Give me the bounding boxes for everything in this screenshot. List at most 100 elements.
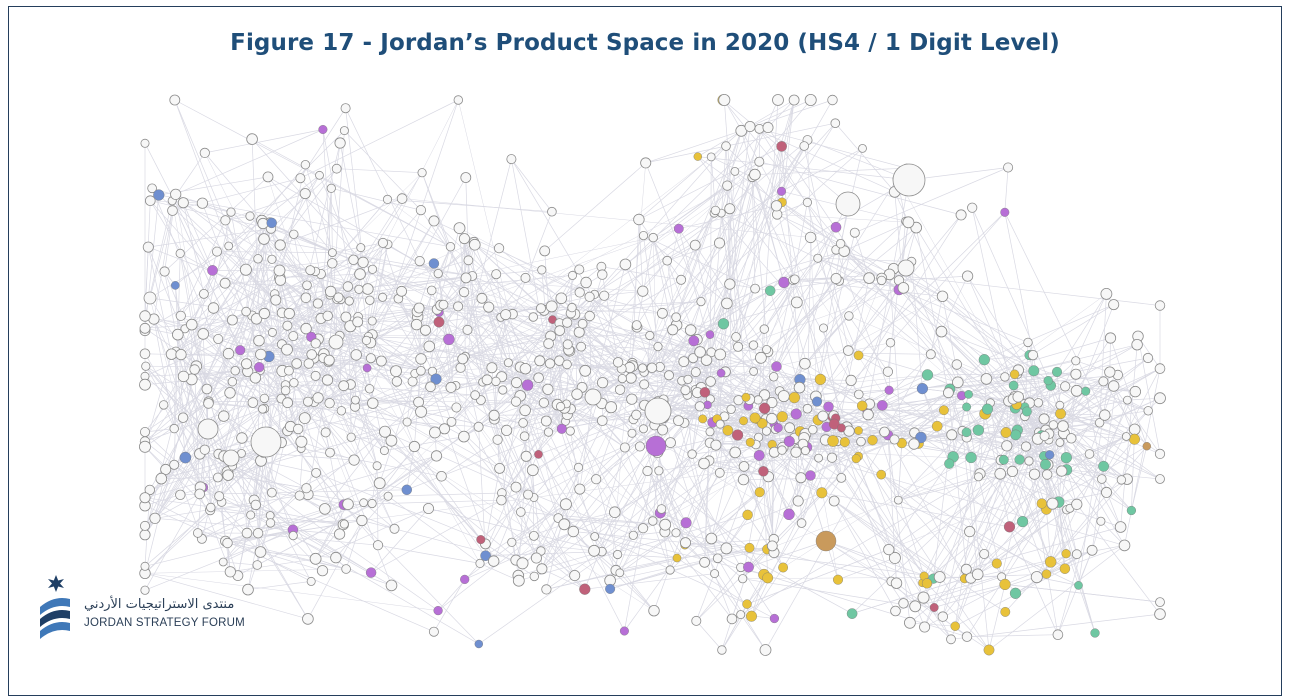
network-edge — [639, 220, 643, 292]
network-node — [850, 228, 859, 237]
network-node-yellow — [854, 427, 862, 435]
network-node — [429, 627, 438, 636]
network-node — [306, 266, 315, 275]
network-node — [721, 543, 732, 554]
network-node — [760, 325, 769, 334]
network-node — [313, 393, 323, 403]
network-node-green — [965, 390, 973, 398]
network-node-red — [1004, 521, 1015, 532]
network-node — [251, 427, 281, 457]
network-node — [414, 303, 424, 313]
network-node — [1072, 499, 1082, 509]
network-node-yellow — [939, 406, 948, 415]
network-node — [439, 300, 448, 309]
network-node — [495, 463, 505, 473]
network-node — [469, 239, 480, 250]
network-node — [883, 367, 892, 376]
network-node — [508, 538, 516, 546]
network-node-yellow — [877, 470, 886, 479]
network-node — [328, 259, 338, 269]
network-node — [368, 499, 376, 507]
network-edge — [916, 228, 1025, 407]
network-edge — [738, 100, 794, 347]
network-node — [575, 288, 584, 297]
network-node — [366, 296, 375, 305]
network-node — [574, 463, 582, 471]
network-node — [200, 148, 209, 157]
network-node — [934, 572, 945, 583]
network-edge — [407, 429, 562, 490]
network-node — [800, 358, 811, 369]
network-node — [1097, 475, 1106, 484]
network-node-yellow — [1001, 427, 1011, 437]
network-node — [251, 500, 261, 510]
network-node — [1071, 369, 1081, 379]
network-node-purple — [774, 423, 783, 432]
network-node — [727, 405, 736, 414]
network-node — [227, 208, 235, 216]
network-node — [814, 254, 822, 262]
network-node — [223, 450, 239, 466]
network-node — [684, 375, 692, 383]
network-node — [536, 304, 545, 313]
network-node — [1156, 475, 1165, 484]
network-node — [646, 331, 654, 339]
network-node — [303, 614, 314, 625]
network-node — [484, 302, 494, 312]
network-node — [681, 386, 690, 395]
network-node — [195, 489, 205, 499]
network-node — [555, 326, 565, 336]
network-node — [414, 397, 424, 407]
network-node — [386, 580, 397, 591]
network-node — [497, 495, 507, 505]
network-node — [303, 397, 312, 406]
network-node — [176, 490, 186, 500]
network-node — [446, 242, 455, 251]
network-node-red — [434, 317, 444, 327]
network-node — [727, 614, 737, 624]
logo-english-text: JORDAN STRATEGY FORUM — [84, 617, 245, 629]
network-node — [283, 398, 293, 408]
network-edge — [1005, 212, 1033, 355]
network-node — [140, 521, 149, 530]
network-node — [281, 386, 290, 395]
network-node — [494, 244, 503, 253]
network-node — [212, 247, 221, 256]
network-node-yellow — [743, 510, 753, 520]
network-node-yellow — [815, 374, 826, 385]
network-node-blue — [475, 640, 483, 648]
network-node-blue — [812, 397, 822, 407]
network-node — [141, 139, 149, 147]
star-stripes-logo-icon — [34, 573, 78, 653]
network-node — [219, 411, 230, 422]
network-node — [1155, 301, 1165, 311]
network-node — [258, 405, 266, 413]
network-node — [846, 375, 856, 385]
network-node — [1143, 353, 1152, 362]
network-node — [597, 416, 607, 426]
network-node — [1002, 441, 1012, 451]
network-node — [178, 198, 188, 208]
network-node — [1099, 377, 1108, 386]
network-node-yellow — [1037, 499, 1047, 509]
network-node — [160, 267, 169, 276]
network-node — [947, 430, 957, 440]
network-node — [943, 388, 953, 398]
network-node — [351, 396, 359, 404]
network-node — [178, 413, 188, 423]
network-node-yellow — [1060, 564, 1070, 574]
network-node-red — [732, 430, 743, 441]
network-node — [778, 446, 787, 455]
network-node — [140, 349, 150, 359]
network-node — [384, 492, 392, 500]
network-node-red — [477, 535, 486, 544]
network-node — [828, 95, 838, 105]
network-node — [649, 517, 658, 526]
network-node — [1123, 396, 1131, 404]
network-node — [337, 407, 346, 416]
network-node — [643, 466, 652, 475]
network-node — [936, 326, 947, 337]
network-edge — [434, 579, 465, 631]
network-node — [242, 307, 251, 316]
network-node-purple — [824, 402, 834, 412]
